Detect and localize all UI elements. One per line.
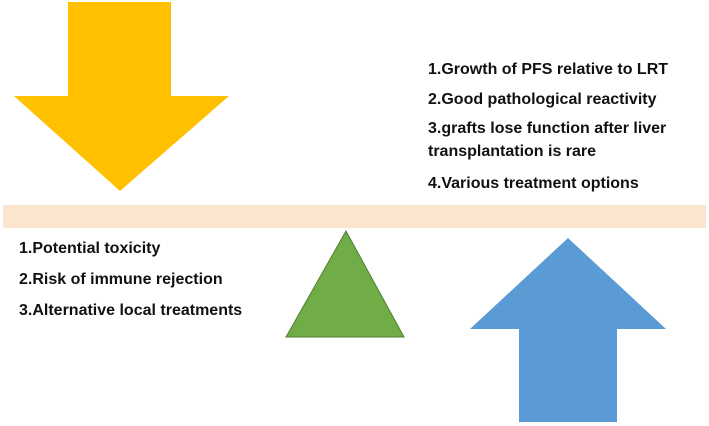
down-arrow-shape	[14, 2, 229, 191]
risk-item-3: 3.Alternative local treatments	[19, 302, 243, 319]
benefits-list: 1.Growth of PFS relative to LRT 2.Good p…	[428, 60, 668, 193]
benefit-item-2: 2.Good pathological reactivity	[428, 91, 657, 108]
risk-item-1: 1.Potential toxicity	[19, 240, 161, 257]
risks-list: 1.Potential toxicity 2.Risk of immune re…	[19, 239, 242, 320]
benefit-item-4: 4.Various treatment options	[428, 175, 639, 192]
benefit-item-3-line-2: transplantation is rare	[428, 143, 597, 160]
up-arrow-shape	[470, 238, 666, 422]
balance-beam	[3, 205, 706, 228]
risk-item-2: 2.Risk of immune rejection	[19, 271, 223, 288]
benefit-item-1: 1.Growth of PFS relative to LRT	[428, 61, 669, 78]
benefit-item-3-line-1: 3.grafts lose function after liver	[428, 120, 667, 137]
fulcrum-triangle	[285, 229, 405, 338]
